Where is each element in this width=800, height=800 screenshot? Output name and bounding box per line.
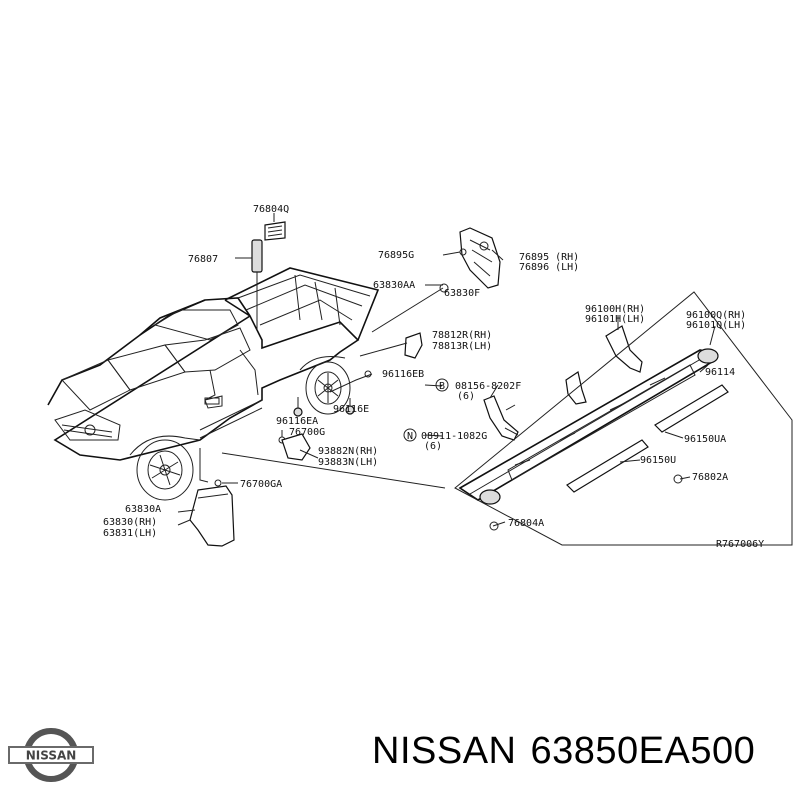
- mud-flap-63830: [189, 485, 235, 547]
- callout-96150u: 96150U: [640, 455, 676, 466]
- pillar-trim-76807: [251, 239, 263, 273]
- callout-63830aa: 63830AA: [373, 280, 415, 291]
- callout-76802a: 76802A: [692, 472, 728, 483]
- callout-08156: 08156-8202F: [455, 381, 521, 392]
- part-number: 63850EA500: [530, 730, 756, 772]
- wheel-arch-clip-78812r: [404, 332, 423, 359]
- callout-76700g: 76700G: [289, 427, 325, 438]
- callout-76895g: 76895G: [378, 250, 414, 261]
- callout-76895: 76895 (RH): [519, 252, 579, 263]
- callout-93882n: 93882N(RH): [318, 446, 378, 457]
- callout-63830a: 63830A: [125, 504, 161, 515]
- callout-76700ga: 76700GA: [240, 479, 282, 490]
- callout-93883n: 93883N(LH): [318, 457, 378, 468]
- callout-mark-n: N: [407, 431, 413, 442]
- nissan-logo: NISSAN: [8, 727, 94, 783]
- callout-78813r: 78813R(LH): [432, 341, 492, 352]
- callout-76807: 76807: [188, 254, 218, 265]
- callout-63831: 63831(LH): [103, 528, 157, 539]
- logo-text: NISSAN: [26, 749, 77, 763]
- assembly-box: [454, 291, 793, 546]
- callout-78812r: 78812R(RH): [432, 330, 492, 341]
- callout-08156-qty: (6): [457, 391, 475, 402]
- callout-labels: 76804Q 76807 76895G 76895 (RH) 76896 (LH…: [103, 204, 764, 550]
- callout-96100h: 96100H(RH): [585, 304, 645, 315]
- callout-76896: 76896 (LH): [519, 262, 579, 273]
- callout-63830f: 63830F: [444, 288, 480, 299]
- mud-guard-front-93882n: [281, 433, 311, 461]
- callout-08911-qty: (6): [424, 441, 442, 452]
- tailgate-cap-76895: [459, 227, 501, 289]
- callout-63830: 63830(RH): [103, 517, 157, 528]
- running-board: [458, 348, 719, 505]
- tonneau-bracket-76804q: [264, 221, 286, 241]
- callout-96100q: 96100Q(RH): [686, 310, 746, 321]
- part-number-caption: NISSAN 63850EA500: [372, 730, 769, 773]
- leader-lines: [177, 213, 716, 527]
- callout-mark-b: B: [439, 381, 445, 392]
- callout-96101q: 96101Q(LH): [686, 320, 746, 331]
- callout-96101h: 96101H(LH): [585, 314, 645, 325]
- callout-76804q: 76804Q: [253, 204, 289, 215]
- callout-96150ua: 96150UA: [684, 434, 726, 445]
- step-pads-96150u: [566, 384, 729, 493]
- reference-code: R767006Y: [716, 539, 764, 550]
- callout-08911: 08911-1082G: [421, 431, 487, 442]
- callout-96114: 96114: [705, 367, 735, 378]
- callout-96116e: 96116E: [333, 404, 369, 415]
- brand-name: NISSAN: [372, 730, 517, 772]
- callout-96116ea: 96116EA: [276, 416, 318, 427]
- callout-76804a: 76804A: [508, 518, 544, 529]
- callout-96116eb: 96116EB: [382, 369, 424, 380]
